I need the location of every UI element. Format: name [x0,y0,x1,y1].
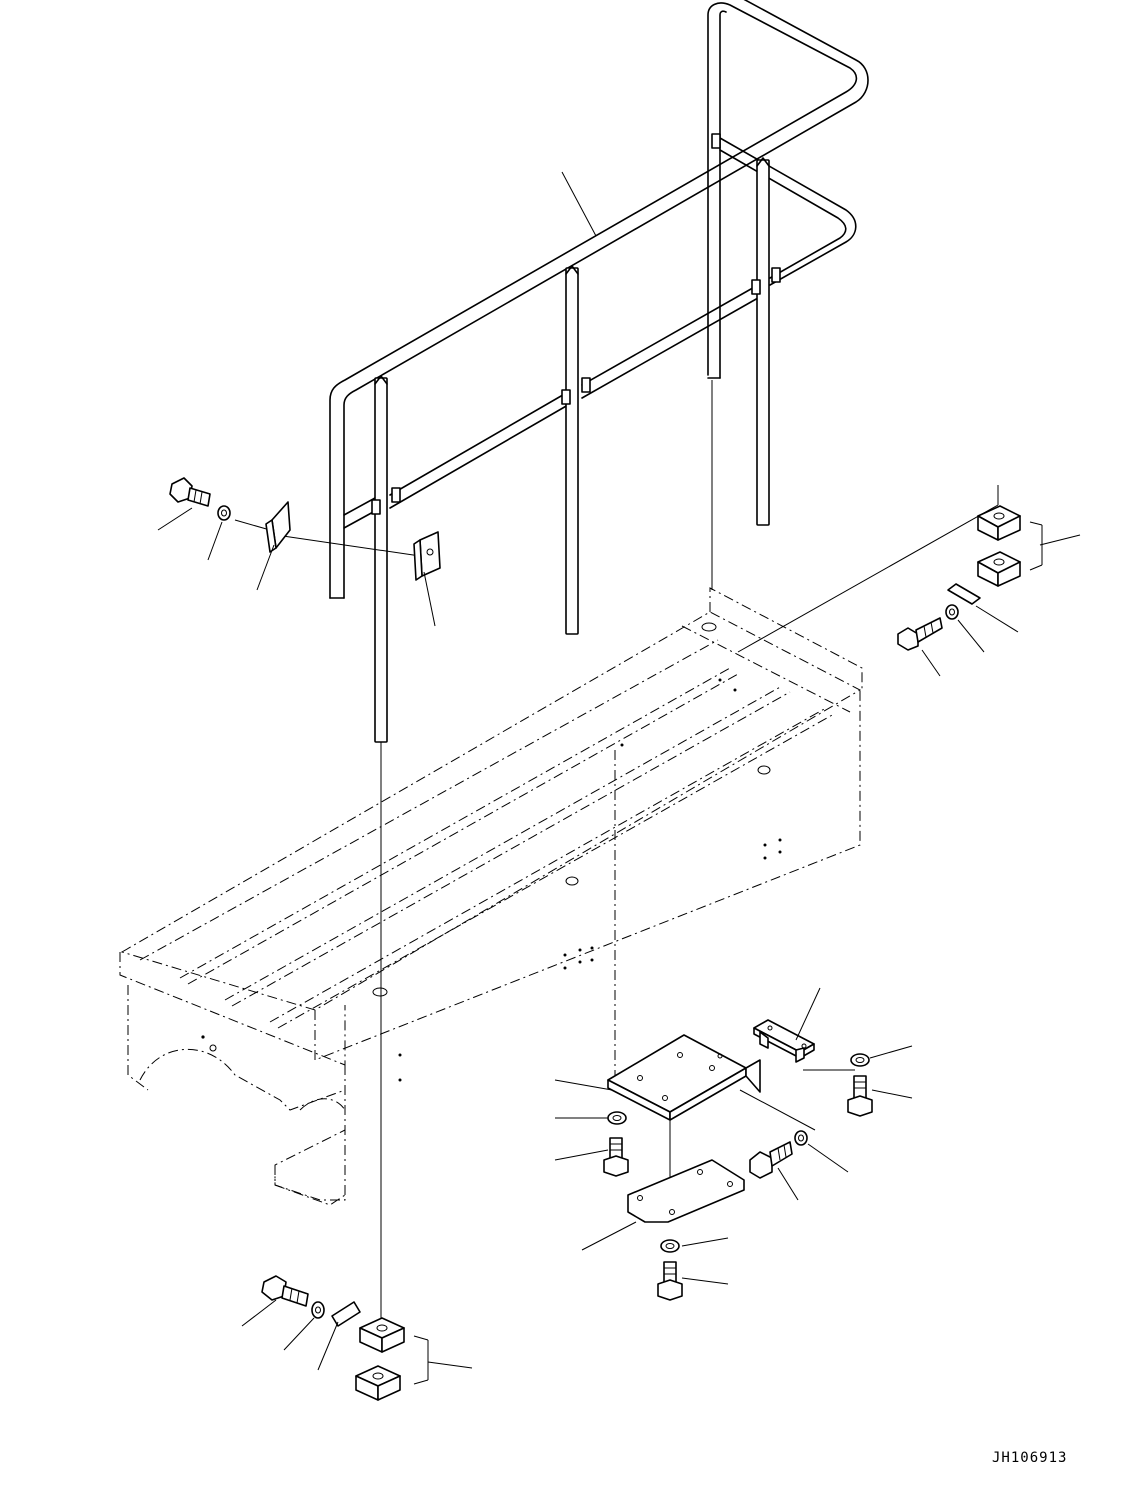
upper-left-hardware [157,477,441,627]
bolt-bracket-right [847,1075,873,1117]
shim-upper-right [947,583,981,605]
leader-washer-br [869,1045,913,1059]
plate-upper-left [265,501,291,553]
leader-bolt-ll [241,1299,277,1327]
main-mounting-bracket [607,1034,761,1121]
leader-main-bracket [554,1079,613,1091]
washer-cover-plate [660,1239,680,1253]
leader-bolt-side [777,1167,799,1201]
washer-lower-left [311,1301,325,1319]
leader-clamp-ul [423,571,436,627]
bolt-side-bracket [749,1141,793,1179]
leader-shim-ll [317,1321,339,1371]
handrail-post-front [374,377,388,743]
clamp-block-upper-2 [977,551,1021,587]
washer-upper-right [945,604,959,620]
leader-bolt-cover [681,1277,729,1285]
clamp-block-lower-1 [359,1317,405,1353]
leader-shim-ur [975,605,1019,633]
leader-washer-cover [681,1237,729,1247]
washer-bracket-left [607,1111,627,1125]
lower-left-hardware [241,1275,473,1401]
bolt-lower-left [261,1275,309,1307]
clamp-block-lower-2 [355,1365,401,1401]
handrail-post-middle [565,267,579,635]
handrail-assembly [329,0,869,743]
leader-bolt-ul [157,507,193,531]
leader-bolt-bl [554,1149,609,1161]
handrail-post-rear [756,159,770,526]
leader-washer-side [807,1143,849,1173]
platform-assembly [119,587,863,1206]
drawing-code: JH106913 [992,1450,1067,1466]
clamp-plate-upper [413,531,441,581]
leader-bolt-br [871,1089,913,1099]
leader-washer-ll [283,1317,315,1351]
leader-washer-ur [957,619,985,653]
upper-right-hardware [897,505,1081,677]
washer-upper-left [217,505,231,521]
leader-cover-plate [581,1221,637,1251]
shim-lower-left [331,1301,361,1327]
assembly-guide-lines [234,380,1043,1385]
leader-bolt-ur [921,649,941,677]
small-channel-bracket [753,1019,815,1063]
lower-right-hardware [554,987,913,1301]
bolt-bracket-left [603,1137,629,1177]
leader-plate-ul [256,544,275,591]
leader-clamp-ll [427,1361,473,1369]
platform-deck-outline [120,611,862,1011]
bolt-upper-right [897,617,943,651]
bolt-upper-left [169,477,211,507]
clamp-block-upper-1 [977,505,1021,541]
lower-cover-plate [627,1159,745,1223]
leader-washer-ul [207,521,223,561]
washer-bracket-right [850,1053,870,1067]
bolt-cover-plate [657,1261,683,1301]
handrail-leader [561,171,597,237]
leader-clamp-ur [1039,534,1081,546]
leader-channel-bracket [795,987,821,1041]
washer-side-bracket [794,1130,808,1146]
